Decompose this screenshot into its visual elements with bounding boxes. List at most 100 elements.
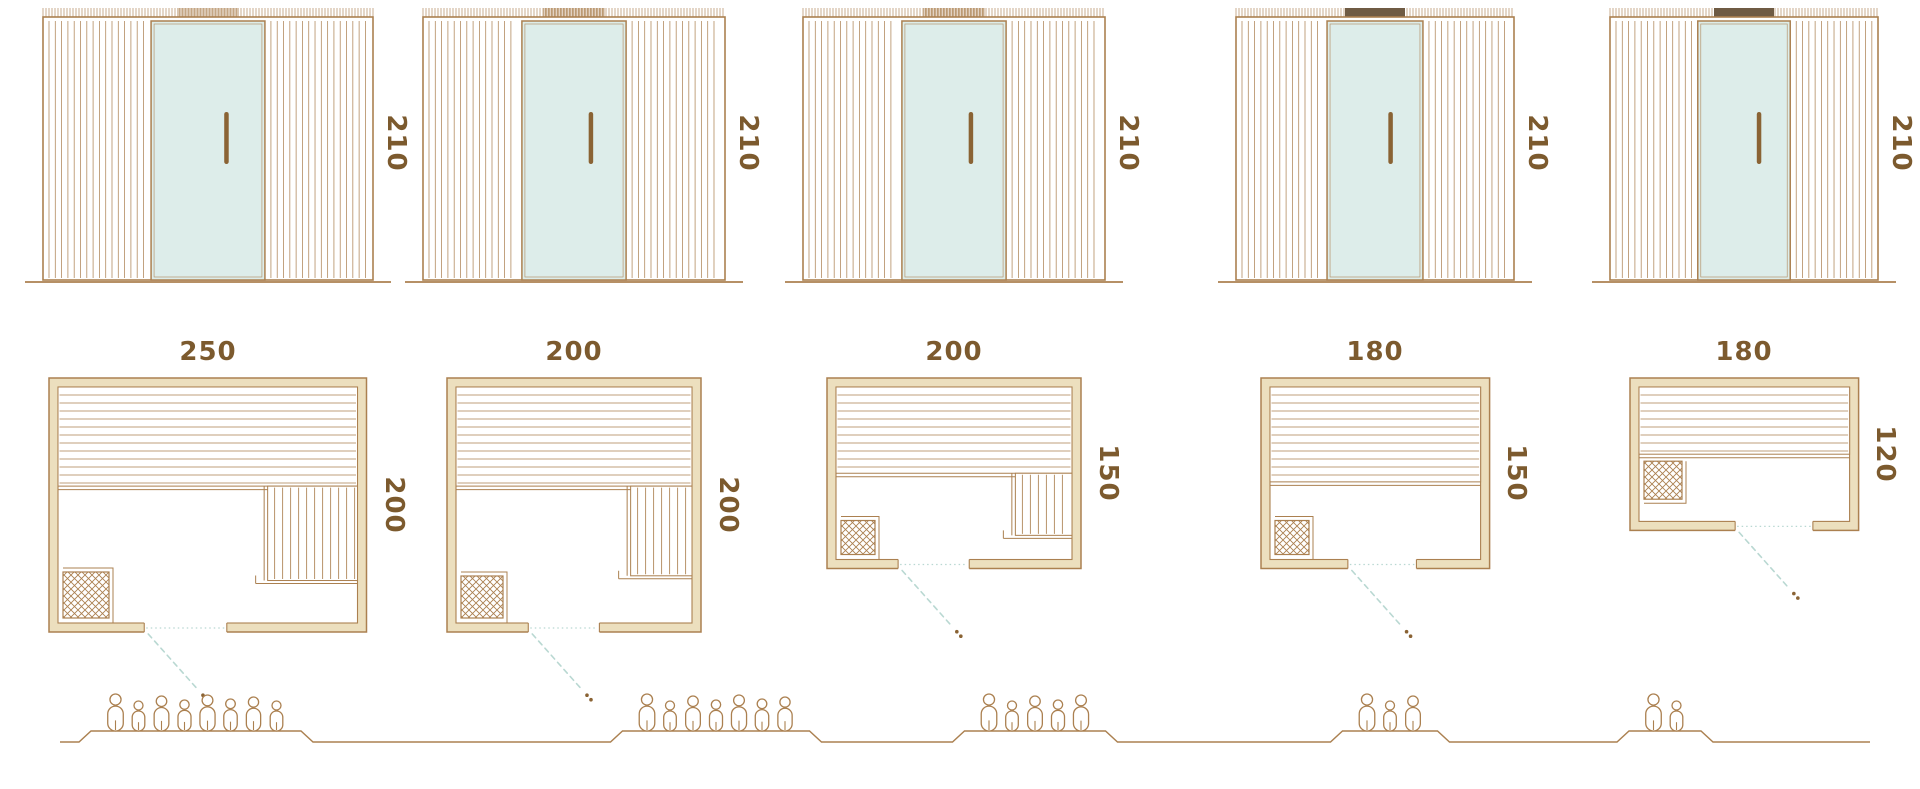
door-swing-line <box>1350 569 1403 628</box>
person-figure-head <box>1029 695 1041 708</box>
door-opening <box>144 622 228 634</box>
roof-hatch-band <box>802 8 1104 17</box>
person-figure-body <box>754 708 770 732</box>
side-bench <box>1014 472 1073 536</box>
person-figure-body <box>777 707 793 732</box>
door-swing-line <box>1738 531 1790 590</box>
main-bench <box>57 386 359 487</box>
person-figure-head <box>179 699 190 710</box>
door-handle <box>588 112 594 164</box>
sauna-floor-plan <box>826 377 1082 638</box>
person-figure-body <box>131 710 146 732</box>
heater-guard <box>841 516 880 560</box>
heater-guard <box>1643 461 1687 504</box>
person-figure-body <box>223 708 238 732</box>
person-figure-body <box>708 709 724 732</box>
person-figure-head <box>664 700 676 711</box>
capacity-group-2 <box>638 693 793 732</box>
capacity-group-5 <box>1645 693 1684 732</box>
person-figure-body <box>1405 706 1422 732</box>
person-figure-head <box>640 693 654 706</box>
heater-guard <box>63 567 114 623</box>
glass-door <box>1697 20 1791 281</box>
person-figure-head <box>225 698 236 710</box>
person-figure-head <box>1647 693 1660 706</box>
person-figure-head <box>779 696 791 708</box>
roof-vent <box>923 8 985 17</box>
sauna-front-elevation <box>25 8 391 283</box>
person-figure-body <box>1027 706 1044 732</box>
side-bench <box>267 485 359 582</box>
depth-dimension-label: 120 <box>1870 425 1901 483</box>
person-figure-body <box>269 710 284 732</box>
person-figure-head <box>109 693 122 706</box>
main-bench <box>1638 386 1850 455</box>
door-swing-handle <box>585 693 589 697</box>
person-figure-body <box>663 710 677 732</box>
wall-slats <box>48 21 366 278</box>
depth-dimension-label: 150 <box>1501 444 1532 502</box>
person-figure-body <box>1645 705 1662 732</box>
door-swing-handle <box>959 634 963 638</box>
height-dimension-label: 210 <box>733 114 763 172</box>
heater-guard <box>461 571 508 623</box>
capacity-group-1 <box>107 693 284 732</box>
door-handle <box>968 112 974 164</box>
glass-door <box>901 20 1007 281</box>
person-figure-body <box>177 709 192 732</box>
person-figure-head <box>271 700 282 711</box>
capacity-figures-row <box>60 693 1870 743</box>
depth-dimension-label: 200 <box>378 476 409 534</box>
person-figure-head <box>133 700 144 711</box>
sauna-front-elevation <box>785 8 1123 283</box>
capacity-group-4 <box>1358 693 1422 732</box>
door-swing-handle <box>1404 629 1409 634</box>
roof-vent <box>177 8 239 17</box>
person-figure-body <box>638 705 656 732</box>
depth-dimension-label: 200 <box>713 476 743 534</box>
door-swing-handle <box>1408 634 1413 638</box>
person-figure-body <box>980 705 998 732</box>
door-handle <box>224 112 229 164</box>
person-figure-body <box>199 706 216 732</box>
heater-guard <box>1274 516 1314 560</box>
door-swing-handle <box>589 697 593 702</box>
height-dimension-label: 210 <box>1886 114 1916 172</box>
person-figure-body <box>730 706 748 732</box>
person-figure-head <box>1052 699 1064 710</box>
door-opening <box>528 622 600 634</box>
person-figure-head <box>1074 694 1088 707</box>
person-figure-body <box>1669 710 1684 732</box>
person-figure-body <box>245 707 262 732</box>
door-swing-line <box>531 633 584 691</box>
person-figure-head <box>1360 693 1374 706</box>
door-swing-line <box>901 569 953 628</box>
width-dimension-label: 200 <box>925 337 983 367</box>
roof-vent <box>1714 8 1774 17</box>
person-figure-body <box>1050 709 1066 732</box>
person-figure-body <box>1005 710 1019 732</box>
door-opening <box>898 558 970 571</box>
width-dimension-label: 250 <box>179 337 237 367</box>
person-figure-body <box>107 705 124 732</box>
wall-slats <box>1615 21 1873 278</box>
capacity-group-3 <box>980 693 1090 732</box>
heater <box>460 575 504 619</box>
person-figure-head <box>710 699 722 710</box>
width-dimension-label: 200 <box>545 337 603 367</box>
main-bench <box>1269 386 1481 483</box>
door-swing-line <box>147 633 200 691</box>
person-figure-head <box>201 694 214 707</box>
heater <box>1643 460 1683 500</box>
person-figure-head <box>1407 695 1419 708</box>
glass-door <box>521 20 627 281</box>
sauna-front-elevation <box>1592 8 1896 283</box>
roof-vent <box>543 8 605 17</box>
width-dimension-label: 180 <box>1346 337 1404 367</box>
wall-slats <box>428 21 715 278</box>
sauna-floor-plan <box>446 377 702 702</box>
main-bench <box>455 386 693 487</box>
door-handle <box>1388 112 1393 164</box>
sauna-front-elevation <box>405 8 743 283</box>
person-figure-body <box>1072 706 1090 732</box>
